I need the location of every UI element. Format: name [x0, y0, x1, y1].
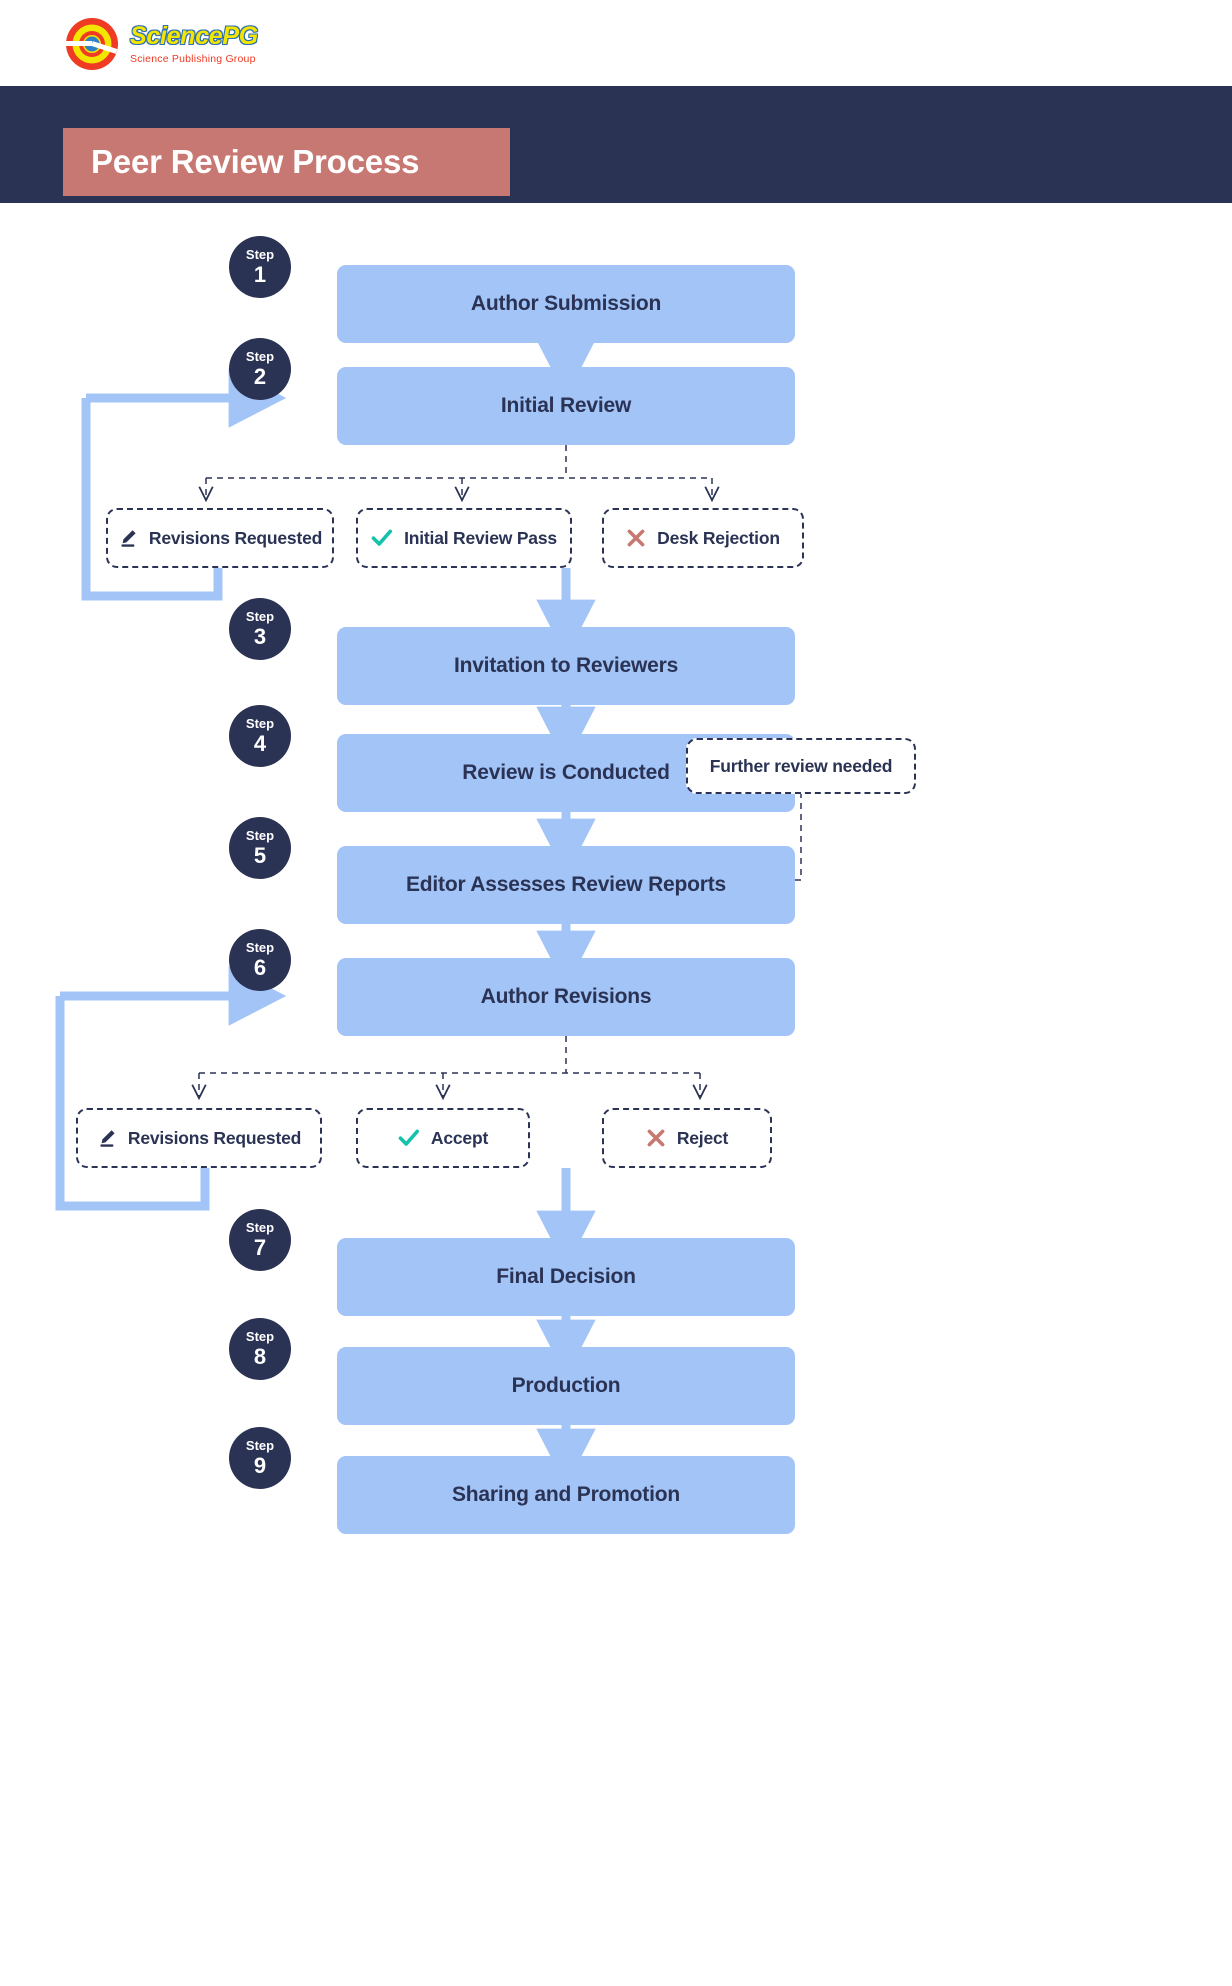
step-badge-number: 9 [253, 1452, 267, 1478]
step-badge-word: Step [245, 827, 275, 843]
page-title: Peer Review Process [91, 143, 420, 180]
step-badge-number: 3 [253, 623, 267, 649]
step-badge-1: Step 1 [229, 236, 291, 298]
step-box-editor-assesses-review-reports[interactable]: Editor Assesses Review Reports [337, 846, 795, 924]
step-label: Review is Conducted [462, 761, 670, 784]
step-badge-number: 7 [253, 1234, 267, 1260]
step-badge-4: Step 4 [229, 705, 291, 767]
step-badge-8: Step 8 [229, 1318, 291, 1380]
step-box-production[interactable]: Production [337, 1347, 795, 1425]
check-icon [371, 528, 393, 548]
step-badge-9: Step 9 [229, 1427, 291, 1489]
step-label: Editor Assesses Review Reports [405, 873, 727, 896]
step-badge-number: 2 [253, 363, 267, 389]
step-box-sharing-and-promotion[interactable]: Sharing and Promotion [337, 1456, 795, 1534]
cross-icon [646, 1128, 666, 1148]
brand-name: SciencePG [130, 21, 258, 50]
outcome-label: Revisions Requested [148, 527, 323, 548]
step-badge-3: Step 3 [229, 598, 291, 660]
step-box-author-submission[interactable]: Author Submission [337, 265, 795, 343]
step-badge-word: Step [245, 939, 275, 955]
brand-logo: SciencePG Science Publishing Group [64, 16, 258, 72]
outcome-revisions-requested-2[interactable]: Revisions Requested [76, 1108, 322, 1168]
step-box-author-revisions[interactable]: Author Revisions [337, 958, 795, 1036]
step-badge-word: Step [245, 1328, 275, 1344]
step-label: Production [511, 1374, 621, 1397]
step-box-invitation-to-reviewers[interactable]: Invitation to Reviewers [337, 627, 795, 705]
step-badge-word: Step [245, 348, 275, 364]
outcome-label: Desk Rejection [657, 527, 780, 548]
step-badge-number: 5 [253, 842, 267, 868]
outcome-label: Accept [430, 1127, 489, 1148]
step-badge-word: Step [245, 1437, 275, 1453]
step-badge-2: Step 2 [229, 338, 291, 400]
step-box-initial-review[interactable]: Initial Review [337, 367, 795, 445]
step-badge-5: Step 5 [229, 817, 291, 879]
step-badge-number: 8 [253, 1343, 267, 1369]
step-label: Author Revisions [480, 985, 652, 1008]
step-badge-6: Step 6 [229, 929, 291, 991]
step-badge-word: Step [245, 246, 275, 262]
check-icon [398, 1128, 420, 1148]
outcome-desk-rejection[interactable]: Desk Rejection [602, 508, 804, 568]
pencil-icon [97, 1128, 117, 1148]
step-box-final-decision[interactable]: Final Decision [337, 1238, 795, 1316]
outcome-accept[interactable]: Accept [356, 1108, 530, 1168]
sciencepg-logo-icon [66, 18, 118, 70]
cross-icon [626, 528, 646, 548]
step-badge-number: 1 [253, 261, 267, 287]
note-label: Further review needed [709, 755, 893, 776]
pencil-icon [118, 528, 138, 548]
step-label: Initial Review [500, 394, 632, 417]
step-badge-word: Step [245, 1219, 275, 1235]
outcome-initial-review-pass[interactable]: Initial Review Pass [356, 508, 572, 568]
step-label: Final Decision [496, 1265, 636, 1288]
page-title-box: Peer Review Process [63, 128, 510, 196]
brand-tagline: Science Publishing Group [130, 52, 256, 65]
outcome-reject[interactable]: Reject [602, 1108, 772, 1168]
outcome-label: Reject [676, 1127, 729, 1148]
step-label: Author Submission [470, 292, 662, 315]
step-label: Sharing and Promotion [452, 1483, 680, 1506]
outcome-label: Initial Review Pass [404, 527, 557, 548]
step-label: Invitation to Reviewers [453, 654, 679, 677]
note-further-review-needed[interactable]: Further review needed [686, 738, 916, 794]
step-badge-number: 6 [253, 954, 267, 980]
step-badge-number: 4 [253, 730, 267, 756]
step-badge-word: Step [245, 608, 275, 624]
outcome-revisions-requested-1[interactable]: Revisions Requested [106, 508, 334, 568]
step-badge-7: Step 7 [229, 1209, 291, 1271]
outcome-label: Revisions Requested [127, 1127, 302, 1148]
step-badge-word: Step [245, 715, 275, 731]
